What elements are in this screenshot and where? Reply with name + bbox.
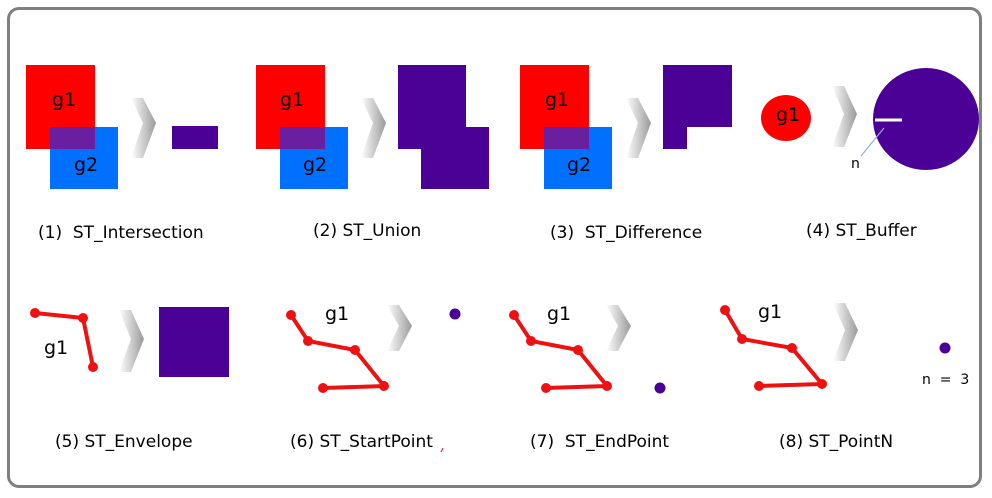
panel-startpoint: g1 (6) ST_StartPoint — [286, 303, 461, 453]
arrow-icon — [833, 303, 858, 361]
caption: (2) ST_Union — [313, 221, 421, 241]
panel-union: g1 g2 (2) ST_Union — [256, 65, 489, 241]
overlap-region — [544, 127, 589, 149]
g1-circle — [761, 95, 811, 141]
g1-label: g1 — [280, 89, 304, 111]
g1-linestring — [512, 313, 612, 390]
result-point — [654, 382, 666, 394]
g2-label: g2 — [567, 154, 591, 176]
result-shape — [172, 126, 218, 149]
g2-label: g2 — [303, 154, 327, 176]
caption: (8) ST_PointN — [779, 432, 893, 452]
radius-leader-line — [860, 127, 885, 157]
result-point — [939, 342, 951, 354]
diagram-frame — [7, 7, 982, 488]
overlap-region — [280, 127, 325, 149]
stray-mark — [440, 447, 444, 453]
buffer-result-circle — [873, 68, 979, 170]
arrow-icon — [131, 98, 156, 158]
vertex — [78, 313, 88, 323]
panel-pointn: g1 n = 3 (8) ST_PointN — [720, 301, 969, 452]
overlap-region — [50, 127, 95, 149]
envelope-result — [159, 307, 229, 377]
caption: (5) ST_Envelope — [55, 432, 193, 452]
g1-label: g1 — [52, 89, 76, 111]
g1-linestring — [289, 313, 389, 390]
vertex — [817, 379, 827, 389]
vertex — [737, 334, 747, 344]
caption: (1) ST_Intersection — [38, 223, 204, 243]
panel-envelope: g1 (5) ST_Envelope — [30, 307, 229, 452]
arrow-icon — [387, 305, 412, 351]
arrow-icon — [606, 305, 631, 351]
vertex — [318, 383, 328, 393]
vertex — [509, 310, 519, 320]
g1-label: g1 — [325, 303, 349, 325]
caption: (4) ST_Buffer — [806, 221, 917, 241]
panel-endpoint: g1 (7) ST_EndPoint — [509, 303, 669, 452]
vertex — [720, 305, 730, 315]
g1-label: g1 — [547, 303, 571, 325]
g1-label: g1 — [758, 301, 782, 323]
vertex — [541, 383, 551, 393]
caption: (3) ST_Difference — [550, 223, 702, 243]
g2-label: g2 — [74, 154, 98, 176]
result-point — [449, 308, 461, 320]
g1-label: g1 — [44, 337, 68, 359]
vertex — [350, 345, 360, 355]
vertex — [286, 310, 296, 320]
vertex — [573, 345, 583, 355]
caption: (6) ST_StartPoint — [290, 432, 433, 452]
arrow-icon — [361, 98, 386, 158]
g1-label: g1 — [776, 104, 800, 126]
n-equals-label: n = 3 — [922, 372, 969, 388]
arrow-icon — [119, 310, 144, 372]
g1-label: g1 — [545, 89, 569, 111]
arrow-icon — [832, 86, 857, 147]
vertex — [754, 381, 764, 391]
vertex — [379, 381, 389, 391]
panel-buffer: g1 n (4) ST_Buffer — [761, 68, 979, 241]
vertex — [88, 362, 98, 372]
vertex — [30, 308, 40, 318]
result-shape — [663, 65, 732, 149]
n-label: n — [851, 156, 860, 172]
caption: (7) ST_EndPoint — [530, 432, 669, 452]
vertex — [602, 381, 612, 391]
vertex — [526, 336, 536, 346]
panel-intersection: g1 g2 (1) ST_Intersection — [26, 65, 218, 243]
result-shape — [398, 65, 489, 189]
arrow-icon — [626, 98, 651, 158]
panel-difference: g1 g2 (3) ST_Difference — [520, 65, 732, 243]
vertex — [787, 343, 797, 353]
vertex — [303, 336, 313, 346]
